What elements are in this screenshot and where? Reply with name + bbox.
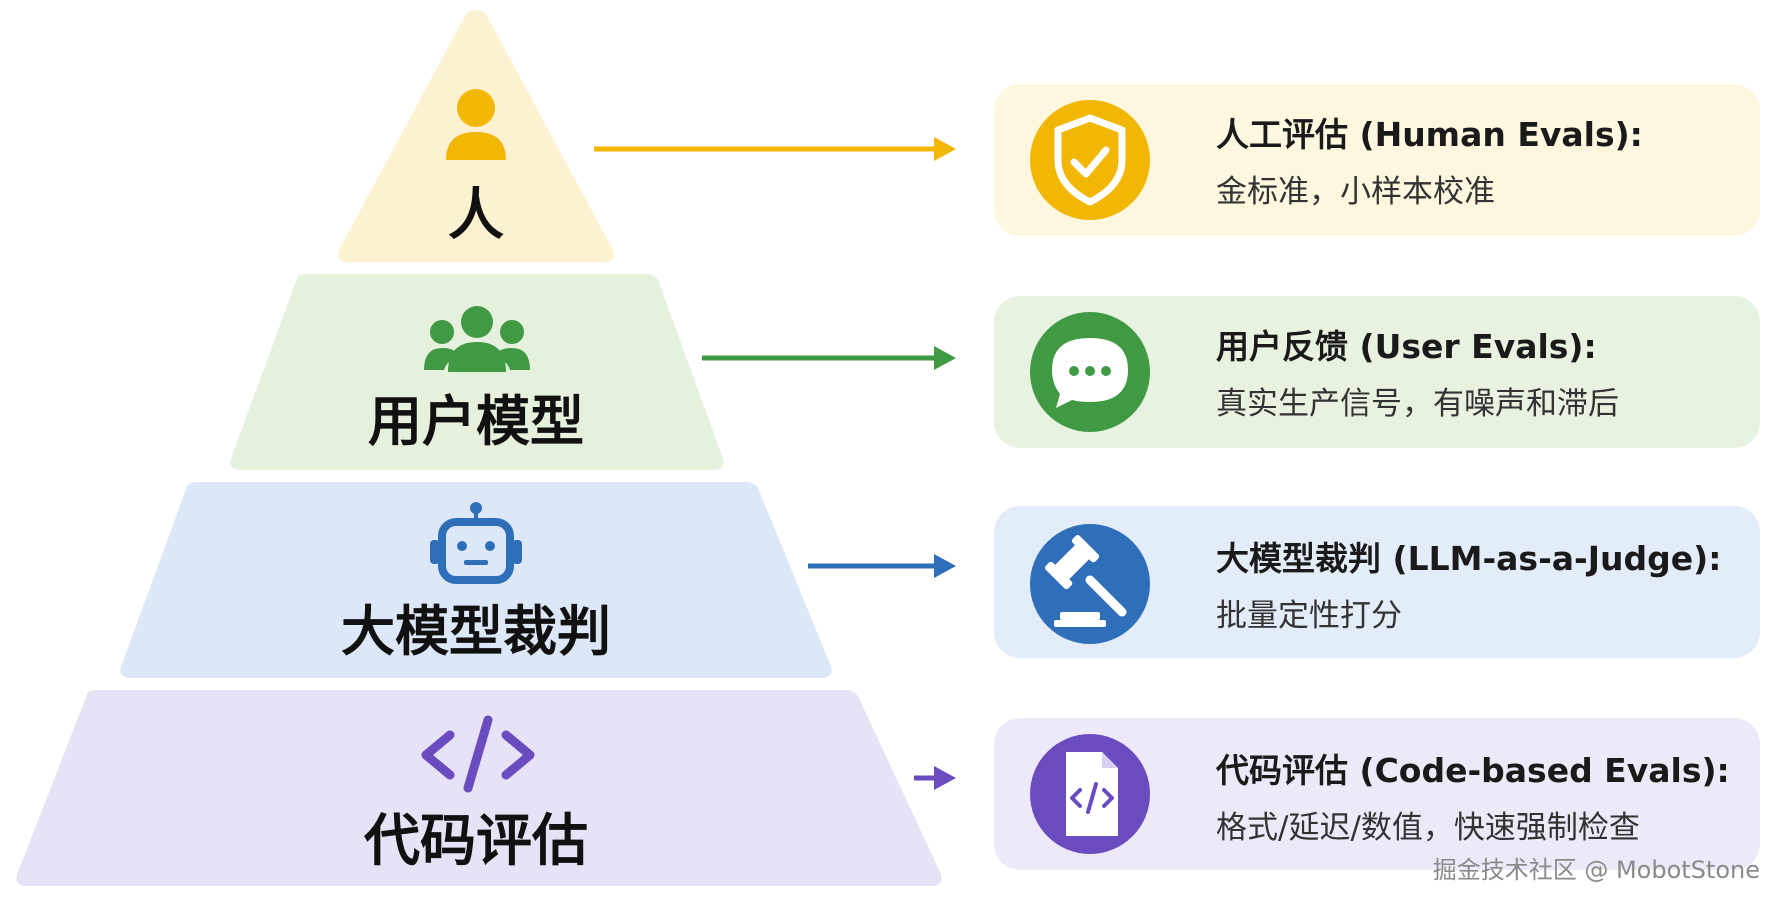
card-title-llm: 大模型裁判 (LLM-as-a-Judge): [1216,539,1721,578]
tier-label-human: 人 [448,183,504,248]
pyramid-tier-code-eval [16,690,942,886]
card-subtitle-code: 格式/延迟/数值，快速强制检查 [1216,810,1640,846]
arrow-human [594,137,956,161]
card-human-evals: 人工评估 (Human Evals): 金标准，小样本校准 [994,84,1760,236]
gavel-icon [1045,535,1127,627]
card-subtitle-user: 真实生产信号，有噪声和滞后 [1216,386,1619,422]
watermark-text: 掘金技术社区 @ MobotStone [1433,856,1760,884]
shield-check-icon [1054,114,1126,206]
person-icon [446,89,506,160]
card-subtitle-human: 金标准，小样本校准 [1216,174,1495,210]
card-llm-judge: 大模型裁判 (LLM-as-a-Judge): 批量定性打分 [994,506,1760,658]
card-title-human: 人工评估 (Human Evals): [1216,115,1643,154]
robot-icon [430,502,522,584]
arrow-user [702,346,956,370]
tier-label-llm-judge: 大模型裁判 [341,600,611,663]
code-file-icon [1066,752,1118,836]
card-title-user: 用户反馈 (User Evals): [1216,327,1597,366]
chat-bubble-icon [1052,338,1128,408]
users-group-icon [424,306,530,372]
card-title-code: 代码评估 (Code-based Evals): [1215,751,1730,790]
card-code-evals: 代码评估 (Code-based Evals): 格式/延迟/数值，快速强制检查 [994,718,1760,870]
card-subtitle-llm: 批量定性打分 [1216,598,1402,634]
tier-label-user-model: 用户模型 [368,390,584,453]
tier-label-code-eval: 代码评估 [363,809,588,874]
arrow-code [914,766,956,790]
card-user-evals: 用户反馈 (User Evals): 真实生产信号，有噪声和滞后 [994,296,1760,448]
code-brackets-icon [421,715,535,793]
arrow-llm [808,554,956,578]
